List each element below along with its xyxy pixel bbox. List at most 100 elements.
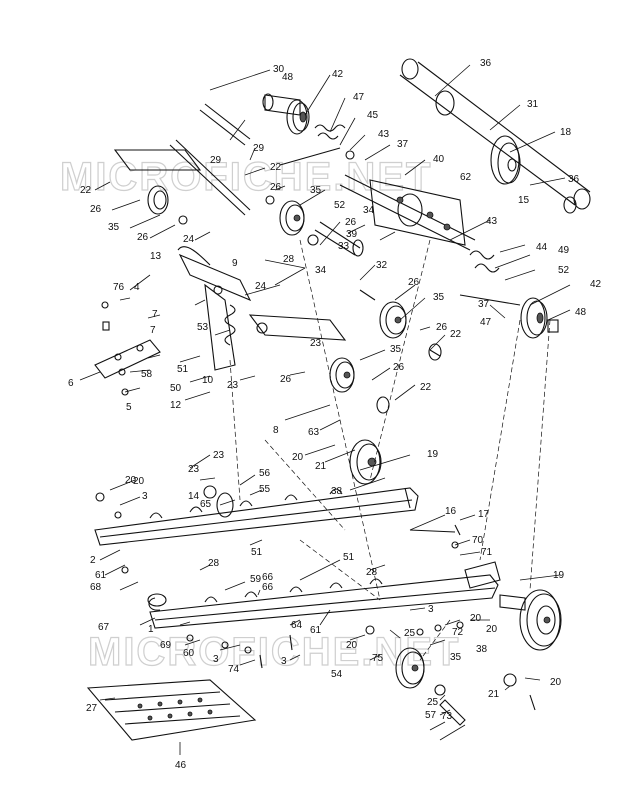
wear-strip-74 bbox=[86, 679, 257, 741]
callout-label: 56 bbox=[259, 468, 271, 479]
slide-rail-upper bbox=[94, 485, 419, 546]
callout-label: 26 bbox=[270, 182, 282, 193]
callout-label: 39 bbox=[346, 229, 358, 240]
slide-rail-lower bbox=[148, 561, 501, 629]
callout-label: 33 bbox=[338, 241, 350, 252]
callout-label: 13 bbox=[150, 251, 162, 262]
callout-label: 67 bbox=[98, 622, 110, 633]
callout-label: 20 bbox=[486, 624, 498, 635]
callout-label: 3 bbox=[428, 604, 434, 615]
callout-label: 21 bbox=[315, 461, 327, 472]
upper-idler-wheel bbox=[262, 93, 355, 166]
callout-label: 17 bbox=[478, 509, 490, 520]
callout-label: 71 bbox=[481, 547, 493, 558]
callout-label: 16 bbox=[445, 506, 457, 517]
callout-label: 46 bbox=[175, 760, 187, 771]
callout-label: 30 bbox=[273, 64, 285, 75]
callout-label: 43 bbox=[486, 216, 498, 227]
callout-label: 2 bbox=[90, 555, 96, 566]
callout-label: 9 bbox=[232, 258, 238, 269]
callout-label: 29 bbox=[210, 155, 222, 166]
callout-label: 21 bbox=[488, 689, 500, 700]
callout-label: 74 bbox=[228, 664, 240, 675]
callout-label: 25 bbox=[404, 628, 416, 639]
callout-label: 43 bbox=[378, 129, 390, 140]
callout-label: 51 bbox=[343, 552, 355, 563]
front-arm-assembly bbox=[177, 246, 347, 371]
rear-axle-assembly bbox=[399, 58, 591, 214]
callout-label: 26 bbox=[393, 362, 405, 373]
callout-label: 28 bbox=[283, 254, 295, 265]
callout-label: 35 bbox=[108, 222, 120, 233]
callout-label: 26 bbox=[280, 374, 292, 385]
right-idler-wheel bbox=[459, 250, 559, 339]
left-small-parts bbox=[94, 301, 161, 396]
callout-label: 42 bbox=[590, 279, 602, 290]
callout-label: 23 bbox=[310, 338, 322, 349]
callout-label: 26 bbox=[345, 217, 357, 228]
callout-label: 27 bbox=[86, 703, 98, 714]
callout-label: 66 bbox=[262, 582, 274, 593]
callout-label: 22 bbox=[420, 382, 432, 393]
callout-label: 73 bbox=[441, 711, 453, 722]
callout-label: 28 bbox=[366, 567, 378, 578]
callout-label: 24 bbox=[255, 281, 267, 292]
callout-label: 22 bbox=[450, 329, 462, 340]
callout-label: 15 bbox=[518, 195, 530, 206]
callout-label: 57 bbox=[425, 710, 437, 721]
center-crossbar bbox=[339, 174, 476, 251]
callout-label: 52 bbox=[558, 265, 570, 276]
callout-label: 40 bbox=[433, 154, 445, 165]
callout-label: 35 bbox=[450, 652, 462, 663]
callout-label: 3 bbox=[281, 656, 287, 667]
callout-label: 26 bbox=[436, 322, 448, 333]
callout-label: 35 bbox=[433, 292, 445, 303]
rear-wheel-19 bbox=[499, 589, 562, 651]
callout-label: 26 bbox=[408, 277, 420, 288]
callout-label: 48 bbox=[282, 72, 294, 83]
callout-label: 47 bbox=[480, 317, 492, 328]
callout-label: 61 bbox=[310, 625, 322, 636]
callout-label: 18 bbox=[560, 127, 572, 138]
callout-label: 14 bbox=[188, 491, 200, 502]
callout-label: 3 bbox=[213, 654, 219, 665]
callout-label: 44 bbox=[536, 242, 548, 253]
callout-label: 32 bbox=[376, 260, 388, 271]
callout-label: 50 bbox=[170, 383, 182, 394]
callout-label: 20 bbox=[550, 677, 562, 688]
callout-label: 37 bbox=[478, 299, 490, 310]
callout-label: 49 bbox=[558, 245, 570, 256]
callout-label: 1 bbox=[148, 624, 154, 635]
callout-label: 31 bbox=[527, 99, 539, 110]
callout-label: 34 bbox=[315, 265, 327, 276]
watermark-lower: MICROFICHE.NET bbox=[88, 630, 460, 674]
center-wheel-19 bbox=[349, 439, 382, 485]
callout-label: 36 bbox=[568, 174, 580, 185]
callout-label: 7 bbox=[150, 325, 156, 336]
callout-label: 28 bbox=[208, 558, 220, 569]
callout-label: 35 bbox=[390, 344, 402, 355]
callout-label: 75 bbox=[372, 653, 384, 664]
callout-label: 26 bbox=[90, 204, 102, 215]
callout-label: 20 bbox=[346, 640, 358, 651]
callout-label: 8 bbox=[273, 425, 279, 436]
callout-label: 20 bbox=[133, 476, 145, 487]
lower-wheel-35 bbox=[395, 647, 466, 726]
callout-label: 7 bbox=[152, 309, 158, 320]
callout-label: 60 bbox=[183, 648, 195, 659]
callout-label: 61 bbox=[95, 570, 107, 581]
callout-label: 63 bbox=[308, 427, 320, 438]
callout-label: 6 bbox=[68, 378, 74, 389]
callout-label: 48 bbox=[575, 307, 587, 318]
callout-label: 45 bbox=[367, 110, 379, 121]
callout-label: 20 bbox=[470, 613, 482, 624]
callout-label: 51 bbox=[251, 547, 263, 558]
callout-label: 5 bbox=[126, 402, 132, 413]
callout-label: 23 bbox=[213, 450, 225, 461]
callout-label: 47 bbox=[353, 92, 365, 103]
callout-label: 10 bbox=[202, 375, 214, 386]
callout-labels: 30 48 42 36 47 45 31 18 43 37 29 29 22 4… bbox=[68, 58, 602, 771]
lower-fasteners bbox=[95, 492, 536, 711]
callout-label: 24 bbox=[183, 234, 195, 245]
